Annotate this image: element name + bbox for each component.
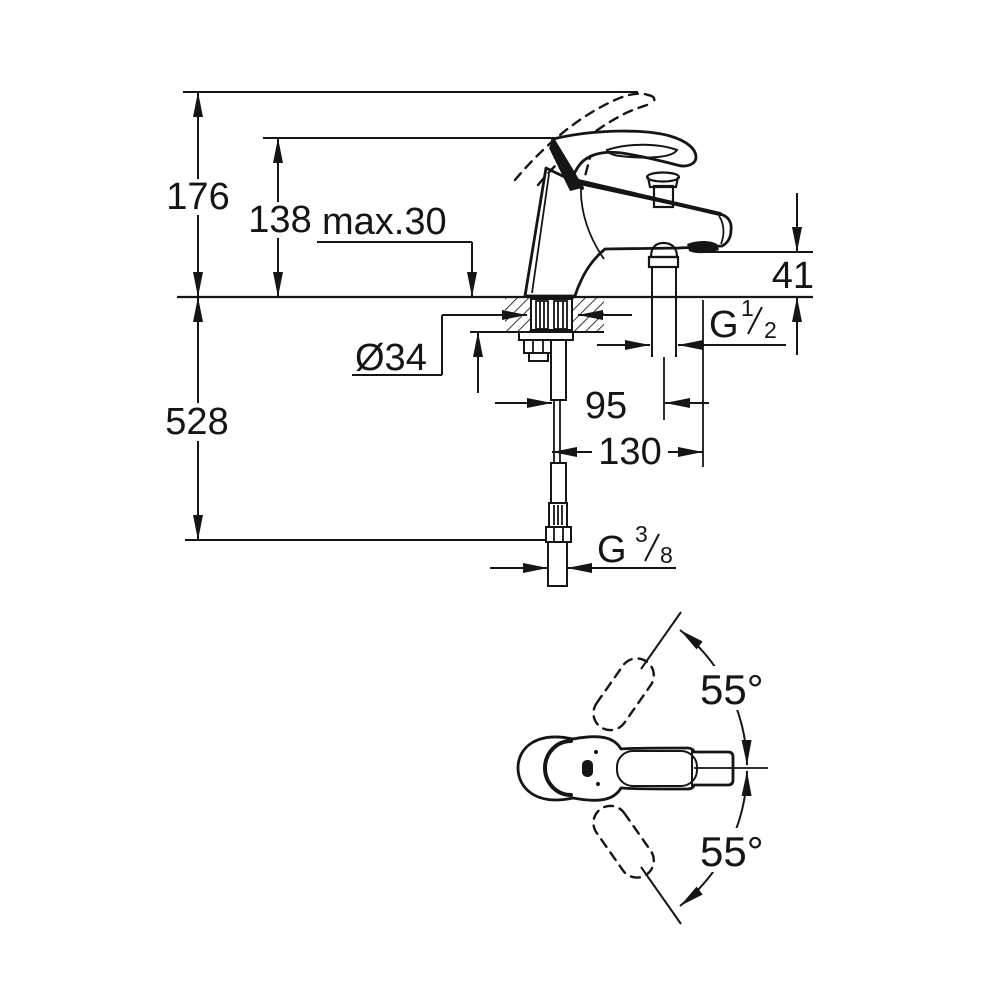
- supply-thread-prefix: G: [597, 529, 627, 571]
- label-backing: [694, 666, 774, 710]
- swing-line-upper: [640, 611, 682, 670]
- mounting-hardware: [518, 331, 574, 362]
- swing-upper-label: 55°: [700, 666, 764, 713]
- shower-thread-denominator: 2: [764, 317, 777, 343]
- supply-thread-numerator: 3: [635, 521, 648, 547]
- connector-band: [647, 255, 680, 269]
- label-backing: [592, 436, 668, 470]
- shower-thread-numerator: 1: [741, 295, 754, 321]
- raised-lever-upper-edge: [513, 92, 650, 182]
- body-outline: [523, 166, 733, 298]
- hose-braid-upper: [550, 339, 567, 401]
- top-view-lever-swing: 55° 55°: [516, 611, 774, 925]
- hose-union-nut: [545, 526, 572, 543]
- dimension-shower-thread: G 1 2: [597, 295, 786, 350]
- lever-loop-hole: [605, 143, 679, 159]
- spout-top-edge: [576, 179, 722, 216]
- dimension-max-mounting-thickness: max.30: [317, 201, 483, 393]
- handle-dashed-lower: [592, 804, 656, 879]
- shank-stud-right: [553, 300, 568, 330]
- dimension-overall-height: 176: [164, 92, 232, 297]
- mounting-nut: [523, 339, 552, 354]
- label-backing: [246, 202, 314, 238]
- dimension-outlet-height: 41: [772, 193, 814, 355]
- washer-flange: [518, 331, 574, 341]
- diverter-cap-top: [645, 171, 681, 183]
- connector-dome: [649, 241, 679, 259]
- outlet-height-label: 41: [772, 255, 814, 297]
- aerator-outlet: [687, 241, 719, 254]
- dimension-supply-thread: G 3 8: [490, 521, 676, 573]
- handle-outline: [516, 735, 735, 802]
- faucet-body: [523, 166, 733, 298]
- lever-solid: [549, 129, 698, 191]
- supply-thread-denominator: 8: [660, 542, 673, 568]
- dimension-shower-offset: 95: [495, 357, 709, 427]
- swing-line-lower: [640, 866, 682, 925]
- label-backing: [694, 828, 774, 872]
- hose-length-label: 528: [165, 401, 228, 443]
- hole-diameter-label: Ø34: [355, 337, 427, 379]
- lever-pivot-wedge: [549, 140, 582, 191]
- hose-braid-lower: [550, 462, 567, 504]
- nut-collar: [528, 352, 549, 362]
- body-seam-left: [531, 173, 550, 294]
- handle-dot: [594, 750, 598, 754]
- raised-lever-lower-edge: [536, 101, 654, 187]
- diverter-knob: [645, 171, 681, 209]
- label-backing: [161, 403, 233, 441]
- dimension-lever-height: 138: [246, 138, 314, 297]
- shower-offset-label: 95: [585, 385, 627, 427]
- handle-top-view: [516, 735, 768, 802]
- spout-tip-seam: [718, 215, 725, 245]
- dimension-hose-length: 528: [161, 297, 233, 540]
- diverter-cap-side: [646, 176, 680, 189]
- fraction-slash: [644, 533, 660, 562]
- supply-hose: [545, 339, 572, 587]
- body-seam-front: [580, 186, 605, 260]
- hose-connection-pipe: [547, 541, 568, 587]
- handle-dashed-upper: [592, 657, 656, 732]
- lever-height-label: 138: [248, 199, 311, 241]
- hand-shower-connector: [647, 241, 680, 357]
- side-view: 176 138 max.30 41 528 Ø3: [161, 91, 814, 587]
- angle-labels: 55° 55°: [694, 666, 774, 875]
- dimension-hole-diameter: Ø34: [352, 310, 632, 379]
- shower-thread-prefix: G: [709, 304, 739, 346]
- spout-projection-label: 130: [598, 431, 661, 473]
- dimension-spout-projection: 130: [552, 300, 704, 473]
- max-thickness-label: max.30: [322, 201, 447, 243]
- label-backing: [164, 179, 232, 215]
- raised-lever-tip: [646, 93, 656, 105]
- shank-body: [530, 298, 573, 331]
- fraction-slash: [747, 306, 763, 335]
- swing-lower-label: 55°: [700, 828, 764, 875]
- handle-knob-seam: [543, 739, 573, 797]
- shank-stud-left: [535, 300, 549, 330]
- handle-marker-slot: [582, 760, 593, 777]
- overall-height-label: 176: [166, 176, 229, 218]
- handle-dot: [596, 782, 600, 786]
- mounting-shank: [530, 298, 573, 331]
